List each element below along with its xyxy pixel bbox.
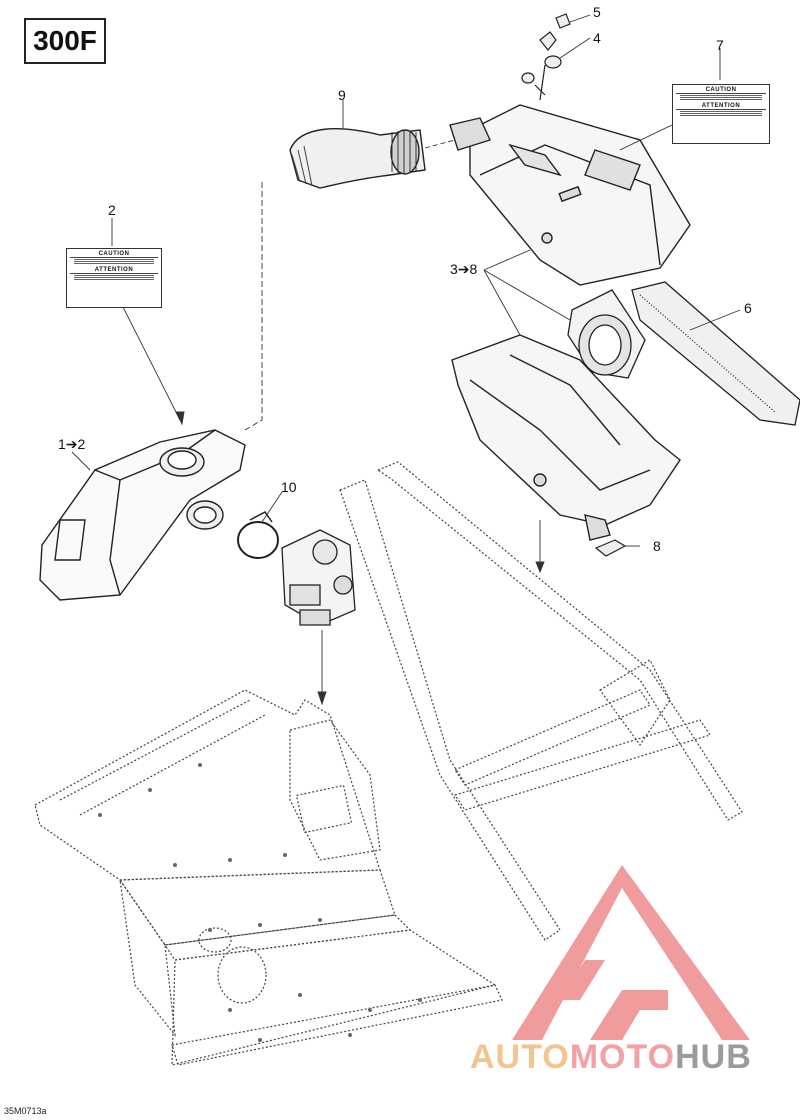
warning-label-sticker-2: CAUTION ATTENTION <box>66 248 162 308</box>
callout-6: 6 <box>744 300 752 316</box>
airbox-cover-part <box>449 104 691 286</box>
foam-filter-part <box>631 281 800 426</box>
carburetor-part <box>281 529 356 626</box>
airbox-tank-part <box>39 429 246 601</box>
drawing-number: 35M0713a <box>4 1106 47 1116</box>
callout-7: 7 <box>716 37 724 53</box>
intake-hose-part <box>289 128 426 189</box>
attention-header-7: ATTENTION <box>676 103 766 110</box>
watermark-part-auto: AUTO <box>470 1038 570 1076</box>
chassis-holes <box>98 763 422 1042</box>
warning-label-sticker-7: CAUTION ATTENTION <box>672 84 770 144</box>
watermark-part-moto: MOTO <box>569 1038 676 1076</box>
chassis-floor-pan <box>34 689 503 1066</box>
small-clip-part <box>594 539 627 557</box>
intake-duct-part <box>567 289 646 379</box>
watermark-part-hub: HUB <box>675 1038 752 1076</box>
frame-rails <box>339 461 743 941</box>
model-label: 300F <box>33 25 97 56</box>
callout-8: 8 <box>653 538 661 554</box>
washer-fitting-parts <box>521 13 571 101</box>
callout-1-2: 1➔2 <box>58 436 86 452</box>
attention-header: ATTENTION <box>70 267 158 274</box>
watermark-text: AUTOMOTOHUB <box>470 1038 752 1077</box>
callout-4: 4 <box>593 30 601 46</box>
airbox-base-part <box>451 334 681 541</box>
hose-clamp-part <box>237 511 279 559</box>
watermark-logo-icon <box>512 865 750 1040</box>
callout-10: 10 <box>281 479 297 495</box>
caution-header: CAUTION <box>70 251 158 258</box>
model-title-box: 300F <box>24 18 106 64</box>
callout-5: 5 <box>593 4 601 20</box>
callout-9: 9 <box>338 87 346 103</box>
callout-3-8: 3➔8 <box>450 261 478 277</box>
caution-header-7: CAUTION <box>676 87 766 94</box>
leader-lines <box>71 14 741 706</box>
callout-2: 2 <box>108 202 116 218</box>
